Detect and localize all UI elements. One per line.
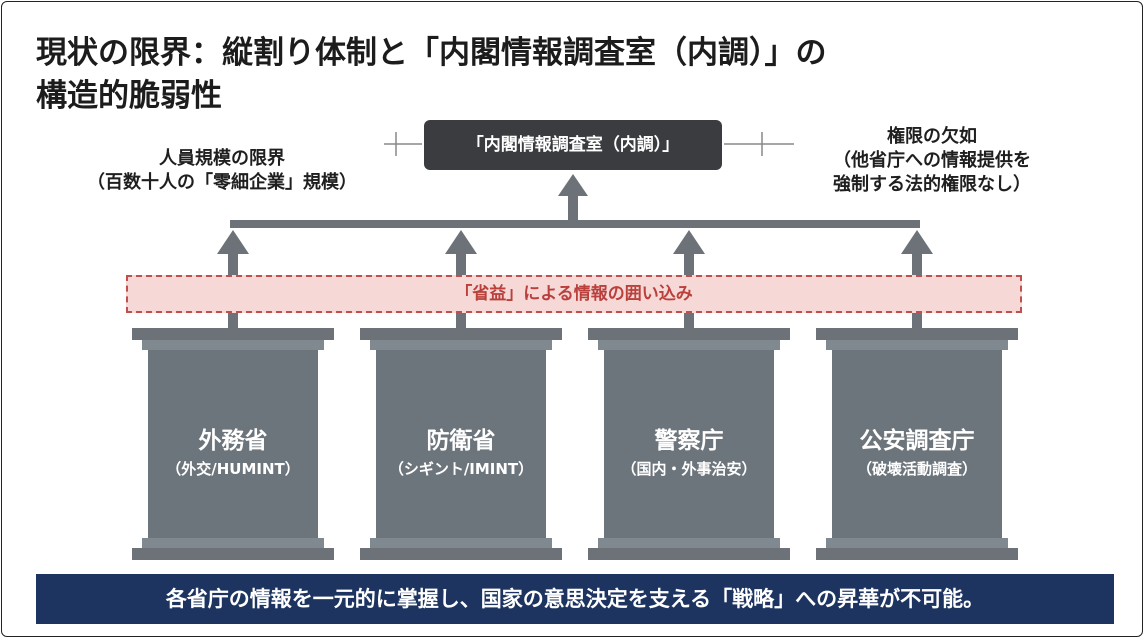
pillar-base	[132, 548, 334, 560]
pillar-capital	[132, 328, 334, 340]
pillar-shaft	[148, 350, 318, 538]
pillar-subtitle: （外交/HUMINT）	[166, 460, 300, 478]
pillar-capital-step	[370, 340, 552, 350]
title-line-2: 構造的脆弱性	[36, 78, 222, 114]
central-arrowhead	[558, 174, 588, 196]
pillar-capital-step	[826, 340, 1008, 350]
pillar-base-step	[598, 538, 780, 548]
pillar-name: 警察庁	[654, 428, 724, 454]
pillar-shaft	[604, 350, 774, 538]
pillar-capital	[816, 328, 1018, 340]
pillar-base-step	[142, 538, 324, 548]
pillar-subtitle: （破壊活動調査）	[856, 460, 977, 478]
pillar-psia: 公安調査庁 （破壊活動調査）	[816, 328, 1018, 560]
pillar-capital-step	[598, 340, 780, 350]
cabinet-intelligence-box: 「内閣情報調査室（内調）」	[424, 120, 722, 170]
pillar-base	[816, 548, 1018, 560]
pillar-shaft	[376, 350, 546, 538]
slide-title: 現状の限界：縦割り体制と「内閣情報調査室（内調）」の 構造的脆弱性	[36, 32, 1116, 118]
pillar-base	[360, 548, 562, 560]
pillar-name: 公安調査庁	[859, 428, 975, 454]
conclusion-banner: 各省庁の情報を一元的に掌握し、国家の意思決定を支える「戦略」への昇華が不可能。	[36, 574, 1114, 624]
pillar-subtitle: （国内・外事治安）	[621, 460, 757, 478]
right-note-line-1: 権限の欠如	[887, 126, 977, 147]
pillar-subtitle: （シギント/IMINT）	[388, 460, 534, 478]
silo-band: 「省益」による情報の囲い込み	[126, 275, 1022, 313]
pillar-capital	[588, 328, 790, 340]
left-note-line-2: （百数十人の「零細企業」規模）	[87, 172, 357, 193]
pillar-name: 防衛省	[426, 428, 496, 454]
pillar-mofa: 外務省 （外交/HUMINT）	[132, 328, 334, 560]
central-stem	[568, 196, 578, 224]
pillar-capital-step	[142, 340, 324, 350]
right-note-line-3: 強制する法的権限なし）	[833, 174, 1031, 195]
pillar-base	[588, 548, 790, 560]
pillar-mod: 防衛省 （シギント/IMINT）	[360, 328, 562, 560]
arrowhead-pillar-2	[445, 230, 477, 254]
right-note: 権限の欠如 （他省庁への情報提供を 強制する法的権限なし）	[782, 125, 1082, 197]
pillar-capital	[360, 328, 562, 340]
right-note-line-2: （他省庁への情報提供を	[833, 150, 1031, 171]
left-note: 人員規模の限界 （百数十人の「零細企業」規模）	[62, 147, 382, 195]
pillar-name: 外務省	[198, 428, 268, 454]
pillar-shaft	[832, 350, 1002, 538]
arrowhead-pillar-1	[217, 230, 249, 254]
left-note-bracket	[384, 132, 422, 156]
left-note-line-1: 人員規模の限界	[159, 148, 285, 169]
pillar-base-step	[370, 538, 552, 548]
pillar-base-step	[826, 538, 1008, 548]
arrowhead-pillar-4	[901, 230, 933, 254]
right-note-bracket	[724, 132, 794, 156]
title-line-1: 現状の限界：縦割り体制と「内閣情報調査室（内調）」の	[36, 35, 827, 71]
arrowhead-pillar-3	[673, 230, 705, 254]
pillar-npa: 警察庁 （国内・外事治安）	[588, 328, 790, 560]
